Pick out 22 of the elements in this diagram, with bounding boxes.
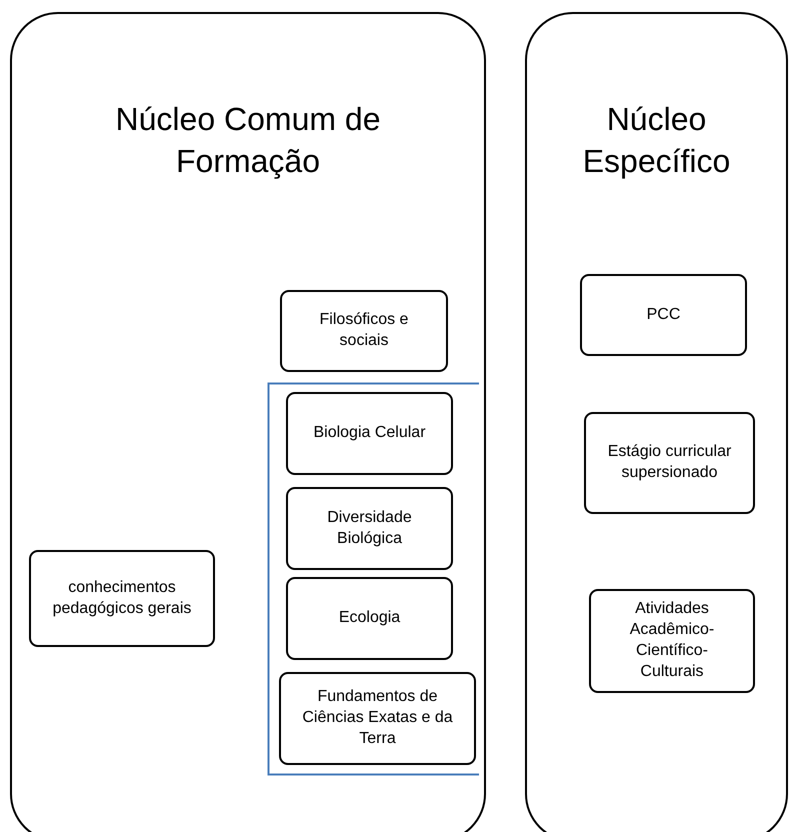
group-panel xyxy=(10,12,486,832)
topic-box xyxy=(580,274,747,356)
box-text: Filosóficos e sociais xyxy=(318,310,410,351)
box-text: Atividades Acadêmico-Científico-Culturais xyxy=(628,599,716,682)
box-text: Fundamentos de Ciências Exatas e da Terra xyxy=(301,687,454,749)
topic-box xyxy=(584,412,755,514)
topic-box xyxy=(286,577,453,660)
box-text: conhecimentos pedagógicos gerais xyxy=(52,578,192,618)
topic-box xyxy=(286,487,453,570)
box-text: Ecologia xyxy=(338,608,402,628)
box-text: Estágio curricular supersionado xyxy=(606,442,732,483)
topic-box xyxy=(29,550,215,647)
topic-box xyxy=(280,290,448,372)
group-panel xyxy=(525,12,788,832)
topic-box xyxy=(589,589,755,693)
box-text: Biologia Celular xyxy=(312,423,427,444)
panel-title: Núcleo Específico xyxy=(582,100,732,181)
topic-box xyxy=(286,392,453,475)
panel-title: Núcleo Comum de Formação xyxy=(114,100,382,181)
topic-box xyxy=(279,672,476,765)
box-text: PCC xyxy=(646,304,682,325)
box-text: Diversidade Biológica xyxy=(326,508,413,548)
